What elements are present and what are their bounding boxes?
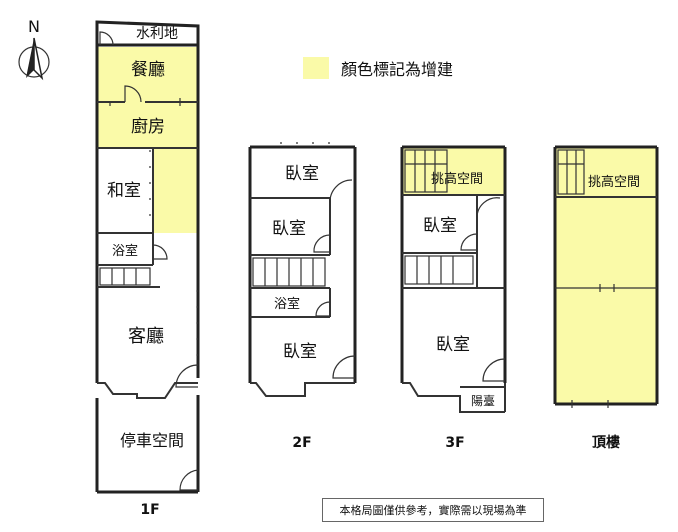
room-label-bedroom: 臥室 bbox=[436, 335, 470, 355]
room-label-bath: 浴室 bbox=[112, 243, 138, 259]
door-icon bbox=[99, 31, 114, 46]
door-icon bbox=[329, 179, 353, 204]
disclaimer-note: 本格局圖僅供參考，實際需以現場為準 bbox=[322, 498, 544, 522]
door-icon bbox=[460, 233, 478, 251]
compass-north-label: N bbox=[28, 17, 40, 36]
room-label-bedroom: 臥室 bbox=[285, 164, 319, 184]
room-label-loft: 挑高空間 bbox=[431, 171, 483, 187]
floor-3f: 挑高空間 臥室 臥室 陽臺 3F bbox=[400, 145, 507, 451]
door-icon bbox=[332, 355, 356, 379]
legend-label: 顏色標記為增建 bbox=[341, 60, 454, 79]
door-icon bbox=[152, 244, 168, 260]
room-label-kitchen: 廚房 bbox=[131, 116, 165, 137]
door-icon bbox=[175, 364, 199, 388]
door-icon bbox=[179, 469, 199, 491]
floor-2f: 臥室 臥室 浴室 臥室 2F bbox=[248, 142, 357, 451]
floor-label-roof: 頂樓 bbox=[592, 434, 620, 451]
room-label-bedroom: 臥室 bbox=[423, 216, 457, 236]
stairs bbox=[557, 149, 585, 195]
door-icon bbox=[124, 85, 142, 103]
room-label-balcony: 陽臺 bbox=[471, 393, 495, 408]
floor-1f: 水利地 餐廳 廚房 和室 浴室 客廳 停車空間 1F bbox=[95, 20, 200, 518]
legend: 顏色標記為增建 bbox=[303, 56, 453, 80]
room-label-bath: 浴室 bbox=[274, 296, 300, 312]
door-icon bbox=[476, 197, 501, 219]
door-icon bbox=[315, 301, 331, 317]
compass-icon: N bbox=[18, 17, 50, 81]
stairs bbox=[252, 257, 326, 287]
door-icon bbox=[482, 358, 506, 382]
room-label-japanese: 和室 bbox=[107, 181, 141, 201]
floor-roof: 挑高空間 頂樓 bbox=[553, 145, 659, 451]
door-icon bbox=[313, 234, 331, 253]
room-label-bedroom: 臥室 bbox=[283, 342, 317, 362]
floor-label-1f: 1F bbox=[140, 502, 159, 518]
room-label-water: 水利地 bbox=[136, 26, 178, 42]
floor-label-3f: 3F bbox=[445, 435, 464, 451]
room-label-parking: 停車空間 bbox=[120, 431, 184, 450]
floor-label-2f: 2F bbox=[292, 435, 311, 451]
room-label-dining: 餐廳 bbox=[131, 60, 165, 80]
room-label-bedroom: 臥室 bbox=[272, 219, 306, 239]
stairs bbox=[99, 267, 151, 286]
room-label-living: 客廳 bbox=[128, 326, 164, 347]
legend-swatch bbox=[303, 57, 329, 79]
stairs bbox=[404, 149, 474, 285]
room-label-loft: 挑高空間 bbox=[588, 174, 640, 190]
